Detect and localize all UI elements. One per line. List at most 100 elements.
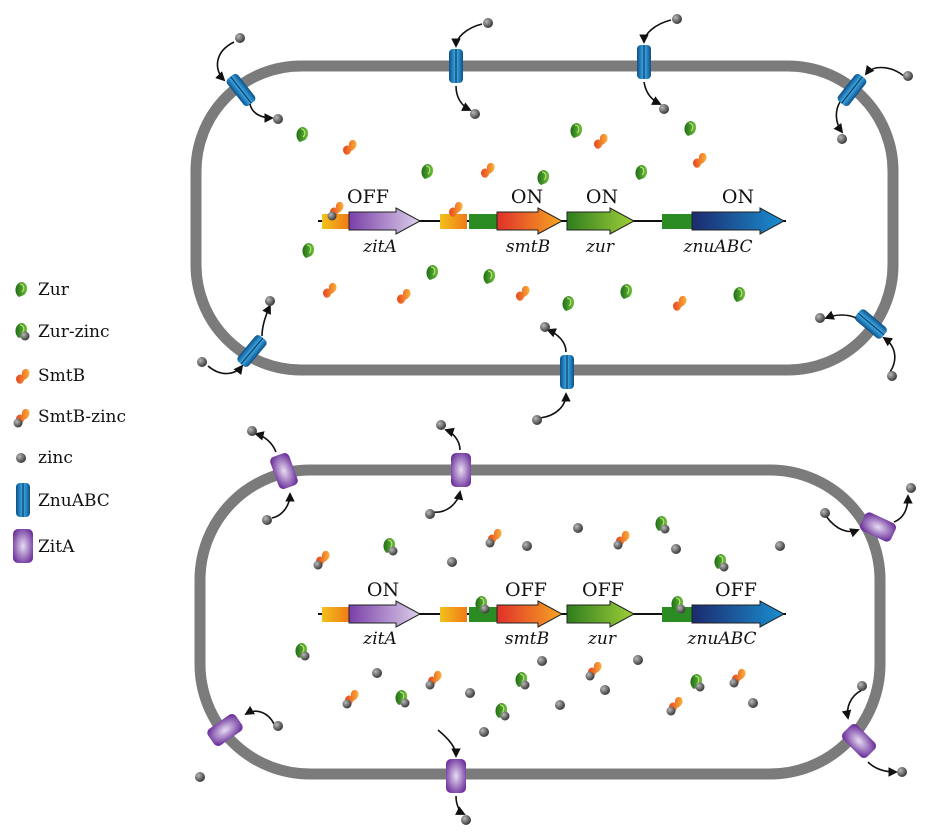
- zinc-icon: [748, 698, 758, 708]
- zur-icon: [569, 122, 583, 139]
- zinc-icon: [633, 655, 643, 665]
- cell-high-zinc: ON OFF OFF OFF zitA smtB zur znuABC: [194, 420, 916, 825]
- gene-label-zur: zur: [585, 237, 615, 257]
- zinc-icon: [522, 541, 532, 551]
- state-zita: ON: [367, 579, 399, 601]
- zur-icon: [619, 283, 633, 300]
- zinc-icon: [483, 18, 493, 28]
- zur-zinc-icon: [690, 674, 704, 692]
- zinc-icon: [600, 685, 610, 695]
- zinc-icon: [837, 134, 847, 144]
- zur-zinc-icon: [395, 690, 409, 708]
- zinc-icon: [887, 371, 897, 381]
- legend-label-znuabc: ZnuABC: [38, 491, 110, 511]
- zinc-icon: [465, 688, 475, 698]
- zur-zinc-icon: [15, 323, 29, 341]
- zinc-icon: [857, 681, 867, 691]
- zinc-icon: [672, 14, 682, 24]
- zinc-icon: [540, 322, 550, 332]
- zur-zinc-icon: [383, 538, 397, 556]
- smtb-zinc-icon: [586, 662, 602, 681]
- zinc-icon: [436, 420, 446, 430]
- smtb-icon: [397, 288, 411, 304]
- smtb-icon: [516, 285, 530, 301]
- state-zur: OFF: [582, 579, 624, 601]
- znuabc-transporter-icon: [636, 44, 652, 80]
- zur-icon: [482, 268, 496, 285]
- gene-label-zita: zitA: [362, 237, 397, 257]
- state-smtb: ON: [511, 186, 543, 208]
- zita-transporter-icon: [13, 529, 33, 563]
- zinc-icon: [447, 557, 457, 567]
- state-zita: OFF: [347, 186, 389, 208]
- zinc-icon: [372, 668, 382, 678]
- operon-low-zinc: OFF ON ON ON zitA smtB zur znuABC: [318, 186, 786, 257]
- zur-icon: [683, 120, 697, 137]
- gene-label-smtb: smtB: [505, 629, 549, 649]
- zinc-icon: [425, 509, 435, 519]
- smtb-zinc-icon: [614, 531, 630, 550]
- zinc-icon: [573, 523, 583, 533]
- zinc-icon: [262, 515, 272, 525]
- zinc-icon: [659, 104, 669, 114]
- smtb-zinc-icon: [426, 671, 442, 690]
- zinc-icon: [775, 541, 785, 551]
- zinc-icon: [470, 109, 480, 119]
- zinc-icon: [555, 700, 565, 710]
- zinc-icon: [16, 453, 26, 463]
- smtb-zinc-icon: [730, 669, 746, 688]
- gene-label-smtb: smtB: [506, 237, 550, 257]
- state-zur: ON: [586, 186, 618, 208]
- zur-zinc-icon: [515, 672, 529, 690]
- zur-zinc-icon: [714, 554, 728, 572]
- zinc-icon: [532, 415, 542, 425]
- zita-transporter-icon: [451, 453, 471, 487]
- zinc-icon: [265, 296, 275, 306]
- zinc-icon: [671, 544, 681, 554]
- zita-transporter-icon: [839, 721, 879, 761]
- zinc-icon: [906, 483, 916, 493]
- zur-icon: [14, 281, 28, 298]
- zita-transporter-icon: [446, 759, 466, 793]
- operon-high-zinc: ON OFF OFF OFF zitA smtB zur znuABC: [318, 579, 786, 649]
- zinc-icon: [273, 721, 283, 731]
- smtb-icon: [323, 282, 337, 298]
- legend-label-smtb: SmtB: [38, 366, 85, 386]
- zur-icon: [295, 126, 309, 143]
- znuabc-transporter-icon: [15, 482, 31, 518]
- smtb-icon: [343, 139, 357, 155]
- zinc-icon: [235, 33, 245, 43]
- legend-label-zita: ZitA: [38, 537, 75, 557]
- state-znuabc: OFF: [715, 579, 757, 601]
- zinc-uptake-arrows: [207, 19, 905, 419]
- smtb-zinc-icon: [343, 690, 359, 709]
- smtb-zinc-icon: [314, 551, 330, 570]
- smtb-icon: [16, 368, 30, 384]
- legend-label-smtb-zinc: SmtB-zinc: [38, 407, 126, 427]
- zur-icon: [561, 295, 575, 312]
- zur-icon: [536, 169, 550, 186]
- zur-icon: [420, 163, 434, 180]
- smtb-icon: [594, 133, 608, 149]
- zinc-icon: [815, 313, 825, 323]
- zur-icon: [634, 164, 648, 181]
- legend: Zur Zur-zinc SmtB SmtB-zinc zinc ZnuABC …: [13, 280, 126, 563]
- zinc-icon: [820, 508, 830, 518]
- zur-icon: [425, 264, 439, 281]
- zur-icon: [732, 286, 746, 303]
- smtb-zinc-icon: [486, 529, 502, 548]
- gene-label-znuabc: znuABC: [687, 629, 757, 649]
- smtb-icon: [673, 295, 687, 311]
- smtb-icon: [693, 152, 707, 168]
- legend-label-zur-zinc: Zur-zinc: [38, 322, 110, 342]
- zinc-icon: [197, 357, 207, 367]
- zinc-icon: [479, 727, 489, 737]
- zur-icon: [301, 242, 315, 259]
- smtb-zinc-icon: [667, 697, 683, 716]
- zinc-icon: [195, 772, 205, 782]
- gene-label-zur: zur: [587, 629, 617, 649]
- znuabc-transporter-icon: [448, 48, 464, 84]
- cell-membrane: [194, 464, 886, 780]
- smtb-icon: [481, 162, 495, 178]
